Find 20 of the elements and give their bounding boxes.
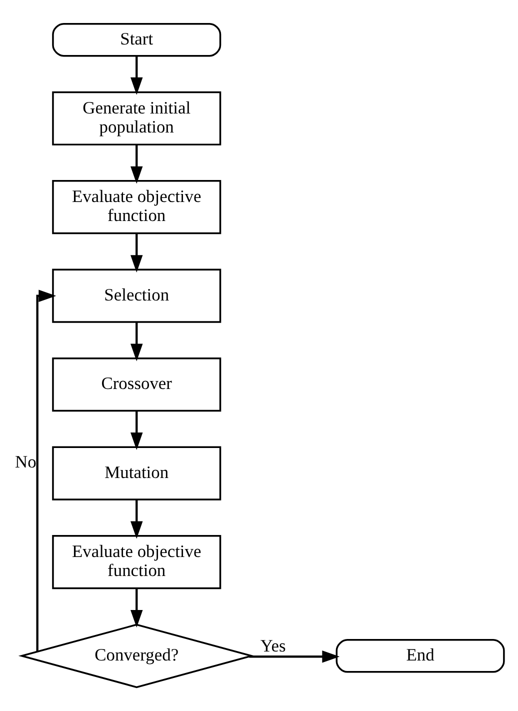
edge-label: Yes bbox=[260, 636, 286, 656]
node-box: Crossover bbox=[52, 358, 222, 412]
arrow bbox=[130, 234, 143, 273]
arrow bbox=[36, 290, 56, 652]
node-box: Generate initial population bbox=[52, 91, 222, 146]
node-box: Evaluate objective function bbox=[52, 180, 222, 234]
node-box: Evaluate objective function bbox=[52, 535, 222, 590]
node-box: Mutation bbox=[52, 446, 222, 500]
node-diamond: Converged? bbox=[18, 624, 255, 688]
edge-label: No bbox=[15, 451, 36, 472]
arrow bbox=[130, 588, 143, 628]
node-box: End bbox=[336, 639, 505, 673]
arrow bbox=[249, 650, 340, 663]
node-box: Selection bbox=[52, 268, 222, 323]
arrow bbox=[130, 145, 143, 184]
arrow bbox=[130, 322, 143, 362]
arrow bbox=[130, 56, 143, 95]
arrow bbox=[130, 411, 143, 450]
arrow bbox=[130, 500, 143, 539]
node-box: Start bbox=[52, 22, 222, 57]
